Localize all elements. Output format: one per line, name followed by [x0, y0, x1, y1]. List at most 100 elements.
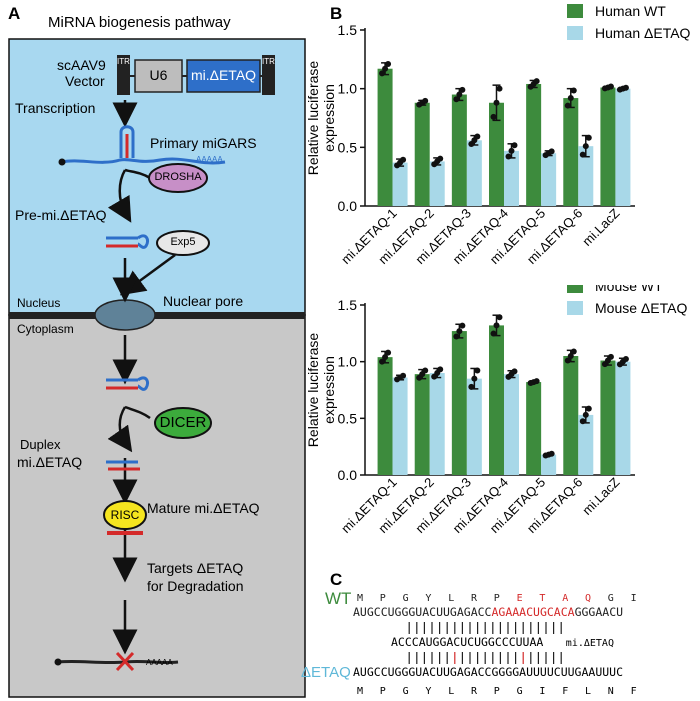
data-point	[456, 91, 463, 98]
mi-sequence: ACCCAUGGACUCUGGCCCUUAA	[391, 635, 543, 649]
drosha-enzyme	[148, 163, 208, 193]
data-point	[437, 366, 444, 373]
bar	[526, 83, 542, 206]
legend-label: Mouse WT	[595, 285, 663, 294]
mut-amino-acid: P	[380, 686, 386, 697]
data-point	[622, 84, 629, 91]
data-point	[567, 353, 574, 359]
data-point	[379, 358, 386, 365]
data-point	[385, 349, 392, 356]
y-tick-label: 0.5	[338, 410, 358, 426]
transcription-label: Transcription	[15, 100, 96, 116]
y-axis-label: expression	[321, 84, 337, 152]
vector-label-1: scAAV9	[57, 57, 106, 73]
bar	[451, 331, 467, 475]
legend-swatch	[567, 301, 583, 315]
bar	[377, 68, 393, 206]
data-point	[379, 70, 386, 77]
panel-a-letter: A	[8, 4, 21, 23]
data-point	[422, 367, 429, 374]
bar	[429, 373, 445, 475]
wt-amino-acid: R	[471, 593, 478, 604]
data-point	[579, 151, 586, 158]
data-point	[490, 113, 497, 120]
wt-amino-acid: T	[539, 593, 545, 604]
bar	[489, 102, 504, 206]
data-point	[382, 354, 389, 361]
mut-amino-acid: N	[608, 686, 614, 697]
mut-amino-acid: P	[494, 686, 500, 697]
wt-amino-acid: P	[380, 593, 386, 604]
data-point	[453, 96, 460, 103]
data-point	[493, 322, 500, 329]
duplex-label-1: Duplex	[20, 437, 61, 452]
itr-right	[262, 55, 275, 95]
data-point	[511, 142, 518, 149]
data-point	[474, 133, 481, 140]
targets-label-2: for Degradation	[147, 578, 244, 594]
data-point	[607, 83, 614, 90]
bar	[541, 153, 557, 206]
bar	[392, 162, 408, 206]
wt-amino-acid: E	[517, 593, 523, 604]
data-point	[496, 85, 503, 92]
data-point	[622, 355, 629, 362]
data-point	[385, 61, 392, 68]
cytoplasm-label: Cytoplasm	[17, 322, 74, 336]
data-point	[474, 367, 481, 374]
u6-label: U6	[149, 67, 168, 83]
data-point	[564, 357, 571, 364]
y-tick-label: 0.5	[338, 139, 358, 155]
mut-sequence: AUGCCUGGGUACUUGAGACCGGGGAUUUUCUUGAAUUUC	[353, 665, 623, 679]
y-tick-label: 0.0	[338, 467, 358, 483]
itr-left	[117, 55, 130, 95]
data-point	[456, 328, 463, 335]
legend-label: Mouse ΔETAQ	[595, 300, 687, 316]
data-point	[585, 134, 592, 141]
data-point	[585, 405, 592, 412]
bar	[466, 378, 482, 475]
data-point	[400, 372, 407, 379]
bar	[466, 140, 482, 206]
y-tick-label: 1.5	[338, 297, 358, 313]
data-point	[567, 95, 574, 102]
mut-amino-acid: R	[471, 686, 478, 697]
primary-label: Primary miGARS	[150, 135, 257, 151]
mut-amino-acid: F	[631, 686, 637, 697]
legend-swatch	[567, 285, 583, 293]
pathway-diagram	[8, 38, 306, 698]
bar	[526, 382, 542, 475]
y-tick-label: 1.0	[338, 81, 358, 97]
y-tick-label: 0.0	[338, 198, 358, 214]
panel-a-title: MiRNA biogenesis pathway	[48, 14, 231, 31]
mut-amino-acid: L	[448, 686, 454, 697]
data-point	[570, 348, 577, 355]
cytoplasm-compartment	[8, 314, 306, 698]
wt-label: WT	[325, 589, 351, 608]
data-point	[468, 383, 475, 390]
bar	[489, 325, 504, 475]
y-axis-label: Relative luciferase	[305, 61, 321, 176]
wt-amino-acid: I	[631, 593, 637, 604]
mut-amino-acid: I	[539, 686, 545, 697]
bar	[600, 360, 616, 475]
data-point	[493, 99, 500, 106]
wt-amino-acid: Q	[585, 593, 591, 604]
data-point	[533, 378, 540, 385]
mature-label: Mature mi.ΔETAQ	[147, 500, 260, 516]
pre-label: Pre-mi.ΔETAQ	[15, 207, 107, 223]
duplex-label-2: mi.ΔETAQ	[17, 454, 83, 470]
mut-amino-acid: M	[357, 686, 363, 697]
data-point	[582, 143, 589, 150]
data-point	[459, 86, 466, 93]
nuclear-membrane	[9, 312, 305, 319]
data-point	[471, 375, 478, 382]
y-axis-label: Relative luciferase	[305, 333, 321, 448]
targets-label-1: Targets ΔETAQ	[147, 560, 244, 576]
wt-amino-acid: G	[608, 593, 614, 604]
